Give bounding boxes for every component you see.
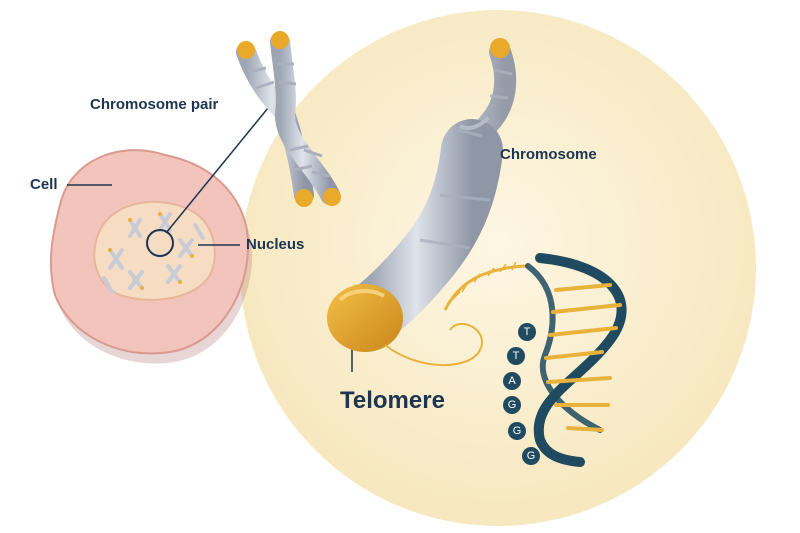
- telomere-label: Telomere: [340, 387, 445, 414]
- svg-text:A: A: [508, 375, 516, 387]
- dna-base-sequence: T T A G G G: [503, 323, 540, 465]
- svg-text:T: T: [524, 326, 531, 338]
- base-g1: G: [503, 396, 521, 414]
- mini-telomeres: [108, 212, 194, 290]
- base-g2: G: [508, 422, 526, 440]
- svg-text:G: G: [527, 450, 536, 462]
- chromosome-pair-leader: [165, 107, 269, 234]
- dna-double-helix-icon: [384, 253, 627, 467]
- cell-label: Cell: [30, 176, 58, 193]
- nucleus-highlight-ring: [146, 229, 174, 257]
- base-t2: T: [507, 347, 525, 365]
- chromosome-pair-label: Chromosome pair: [90, 96, 219, 113]
- telomere-cap: [327, 284, 403, 352]
- svg-text:G: G: [508, 399, 517, 411]
- zoom-circle: [240, 10, 756, 526]
- x-chromosome-icon: [236, 31, 341, 207]
- svg-text:T: T: [513, 350, 520, 362]
- nucleus-shape: [93, 200, 216, 301]
- chromosome-label: Chromosome: [500, 146, 597, 163]
- base-g3: G: [522, 447, 540, 465]
- base-a: A: [503, 372, 521, 390]
- svg-text:G: G: [513, 425, 522, 437]
- nucleus-label: Nucleus: [246, 236, 305, 253]
- mini-chromosomes: [102, 212, 205, 294]
- base-t1: T: [518, 323, 536, 341]
- cell-icon: [50, 149, 253, 364]
